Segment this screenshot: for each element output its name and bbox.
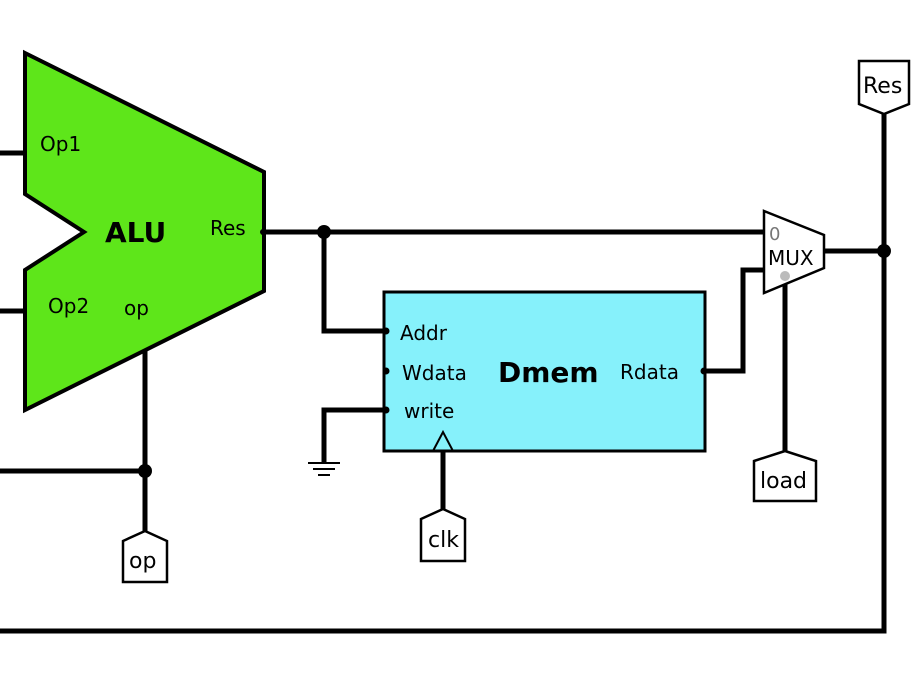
- mux-block[interactable]: 0 MUX: [762, 209, 826, 295]
- pin-op-label: op: [129, 549, 156, 574]
- dmem-block[interactable]: Dmem Addr Wdata write Rdata: [382, 290, 708, 453]
- clock-triangle-icon: [431, 429, 455, 452]
- pin-clk-shape: [419, 507, 467, 563]
- pin-load-shape: [752, 449, 818, 503]
- alu-shape: [23, 49, 266, 414]
- wire-write: [321, 407, 386, 462]
- dmem-title: Dmem: [498, 356, 599, 389]
- alu-port-op2: Op2: [48, 294, 89, 318]
- pin-res[interactable]: Res: [857, 59, 911, 116]
- wires: [0, 112, 887, 634]
- dmem-port-write: write: [404, 399, 454, 423]
- pin-op-shape: [121, 529, 169, 584]
- pin-load[interactable]: load: [752, 449, 818, 503]
- mux-input-0-label: 0: [769, 224, 780, 245]
- alu-port-op: op: [124, 296, 149, 320]
- dmem-port-rdata: Rdata: [620, 360, 679, 384]
- alu-block[interactable]: ALU Op1 Op2 op Res: [23, 49, 266, 414]
- pin-res-shape: [857, 59, 911, 116]
- junction-dot: [138, 464, 152, 478]
- dmem-port-dot: [382, 327, 390, 335]
- alu-port-op1: Op1: [40, 132, 81, 156]
- dmem-port-wdata: Wdata: [402, 361, 467, 385]
- dmem-shape: [382, 290, 707, 453]
- mux-label: MUX: [768, 246, 814, 270]
- pin-load-label: load: [760, 469, 807, 494]
- junction-dot: [317, 225, 331, 239]
- pin-op[interactable]: op: [121, 529, 169, 584]
- junction-dot: [877, 244, 891, 258]
- mux-select-dot: [780, 271, 790, 281]
- wire-rdata: [705, 267, 766, 374]
- wire-addr: [321, 232, 386, 334]
- wire-feedback: [0, 112, 887, 634]
- alu-port-res: Res: [210, 216, 246, 240]
- dmem-port-dot: [382, 406, 390, 414]
- ground-icon: [308, 462, 340, 476]
- dmem-port-addr: Addr: [400, 321, 448, 345]
- pin-clk[interactable]: clk: [419, 507, 467, 563]
- alu-res-port: [260, 229, 266, 235]
- mux-shape: [762, 209, 826, 295]
- pin-res-label: Res: [863, 74, 902, 99]
- dmem-port-dot: [700, 367, 708, 375]
- alu-title: ALU: [105, 216, 166, 249]
- pin-clk-label: clk: [428, 528, 459, 553]
- dmem-port-dot: [382, 367, 390, 375]
